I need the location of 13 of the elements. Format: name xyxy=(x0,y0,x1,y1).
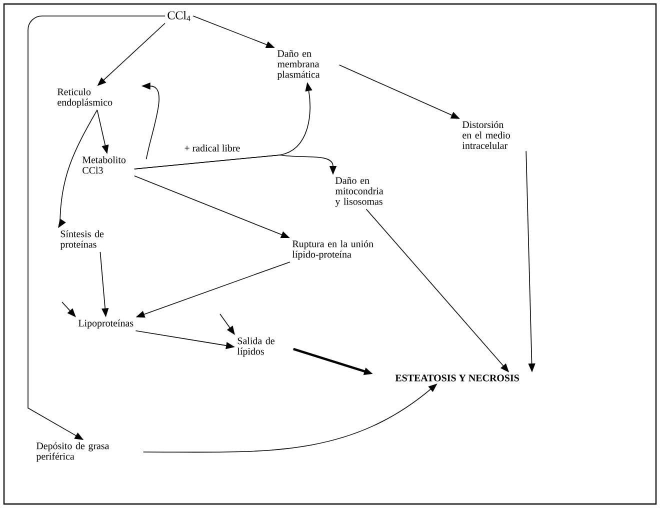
edge-label: + radical libre xyxy=(183,144,242,152)
flow-text: Depósito de grasa periférica xyxy=(36,442,110,462)
flow-text: ESTEATOSIS Y NECROSIS xyxy=(395,374,519,382)
flow-text: Salida de lípidos xyxy=(237,337,274,357)
flow-text: Reticulo endoplásmico xyxy=(57,88,112,108)
flow-text: Daño en membrana plasmática xyxy=(277,50,320,80)
flow-text: Síntesis de proteínas xyxy=(60,230,104,250)
flow-text: Distorsión en el medio intracelular xyxy=(462,121,510,149)
flow-text: CCl$_{4}$ xyxy=(168,10,190,22)
flow-text: Ruptura en la unión lípido-proteína xyxy=(292,240,374,260)
flow-text: Lipoproteínas xyxy=(78,319,134,329)
flow-text: Metabolito CCl3 xyxy=(82,156,126,174)
flow-text: Daño en mitocondria y lisosomas xyxy=(335,177,384,207)
